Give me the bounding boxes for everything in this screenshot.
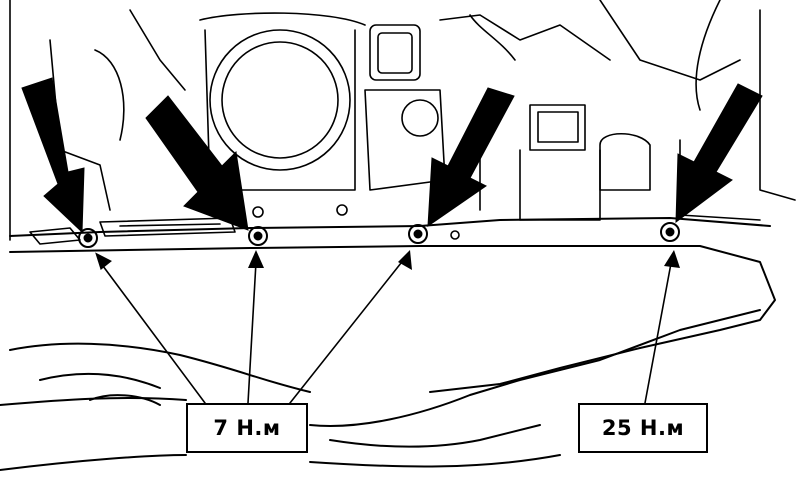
torque-label-25nm: 25 Н.м — [578, 403, 708, 453]
leader-lines — [99, 257, 673, 404]
leader-arrowheads — [95, 250, 680, 270]
bolt-1 — [78, 228, 98, 248]
big-arrow-4 — [675, 83, 763, 224]
big-arrow-3 — [427, 87, 515, 227]
callout-arrows — [21, 77, 763, 234]
bolt-2 — [248, 226, 268, 246]
big-arrow-1 — [21, 77, 85, 234]
bolt-3 — [408, 224, 428, 244]
big-arrow-2 — [145, 95, 249, 231]
bolt-heads — [78, 222, 680, 248]
bolt-4 — [660, 222, 680, 242]
torque-label-7nm: 7 Н.м — [186, 403, 308, 453]
